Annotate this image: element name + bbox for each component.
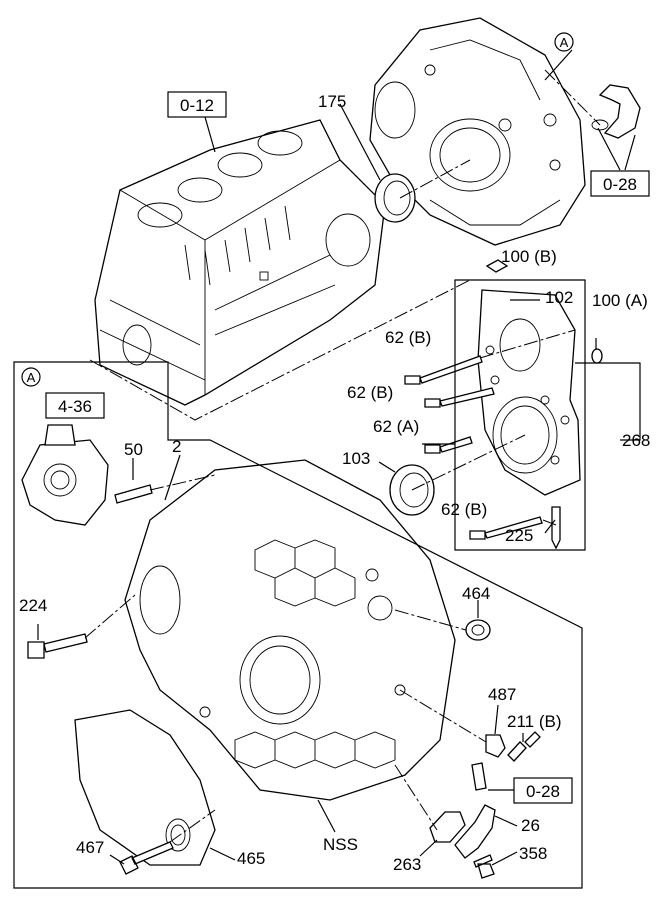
part-label-50: 50 [124,440,143,459]
ref-box-0-28-top [590,170,650,197]
part-label-211b: 211 (B) [507,712,562,731]
stud-224 [27,633,88,659]
bracket-26 [454,804,496,859]
part-label-225: 225 [505,526,533,545]
part-label-487: 487 [488,685,516,704]
hose [591,84,641,139]
o-ring-100a [591,348,603,364]
part-label-62b-1: 62 (B) [385,328,431,347]
part-label-2: 2 [172,437,181,456]
part-label-465: 465 [237,849,265,868]
part-label-26: 26 [521,816,540,835]
gasket-100b [485,259,509,273]
bolts-62 [404,355,543,540]
part-label-358: 358 [519,844,547,863]
part-label-62b-2: 62 (B) [347,383,393,402]
oil-seal-175 [374,173,416,223]
frame-group-268 [454,279,586,551]
part-label-103: 103 [342,449,370,468]
part-label-263: 263 [393,855,421,874]
flywheel-housing-2 [124,459,456,801]
ref-label-0-12: 0-12 [180,96,214,115]
part-label-nss: NSS [323,835,358,854]
bolt-467 [119,841,174,875]
center-lines [84,69,601,843]
stud-50 [114,484,153,504]
flywheel-housing-top [369,17,586,246]
part-label-102: 102 [545,288,573,307]
section-marker-a-left [21,367,41,387]
part-label-62a: 62 (A) [373,417,419,436]
bolt-358 [473,854,495,879]
section-marker-a-top-label: A [560,35,569,50]
ref-label-4-36: 4-36 [58,397,92,416]
part-label-467: 467 [76,838,104,857]
leader-lines [37,49,641,866]
ref-box-0-28-bottom [513,777,573,804]
cylinder-block [94,119,386,406]
ref-box-0-12 [167,91,227,118]
part-label-175: 175 [318,92,346,111]
hose-stub [471,762,487,791]
part-label-100a: 100 (A) [592,291,648,310]
plate-102 [477,289,581,496]
part-487 [485,734,506,758]
plug-464 [465,619,491,641]
frame-block [89,279,471,421]
ref-label-0-28-bottom: 0-28 [526,782,560,801]
stud-225 [551,506,561,550]
section-marker-a-top [554,32,574,52]
part-label-464: 464 [462,584,490,603]
part-label-268: 268 [622,431,650,450]
unit-4-36 [21,424,109,526]
part-label-100b: 100 (B) [501,247,557,266]
frame-section-a [13,361,583,889]
ref-label-0-28-top: 0-28 [603,175,637,194]
section-marker-a-left-label: A [27,370,36,385]
ref-box-4-36 [45,392,105,419]
part-label-62b-3: 62 (B) [441,500,487,519]
bolt-211b [507,731,541,762]
cover-465 [74,709,216,866]
part-label-224: 224 [19,596,47,615]
